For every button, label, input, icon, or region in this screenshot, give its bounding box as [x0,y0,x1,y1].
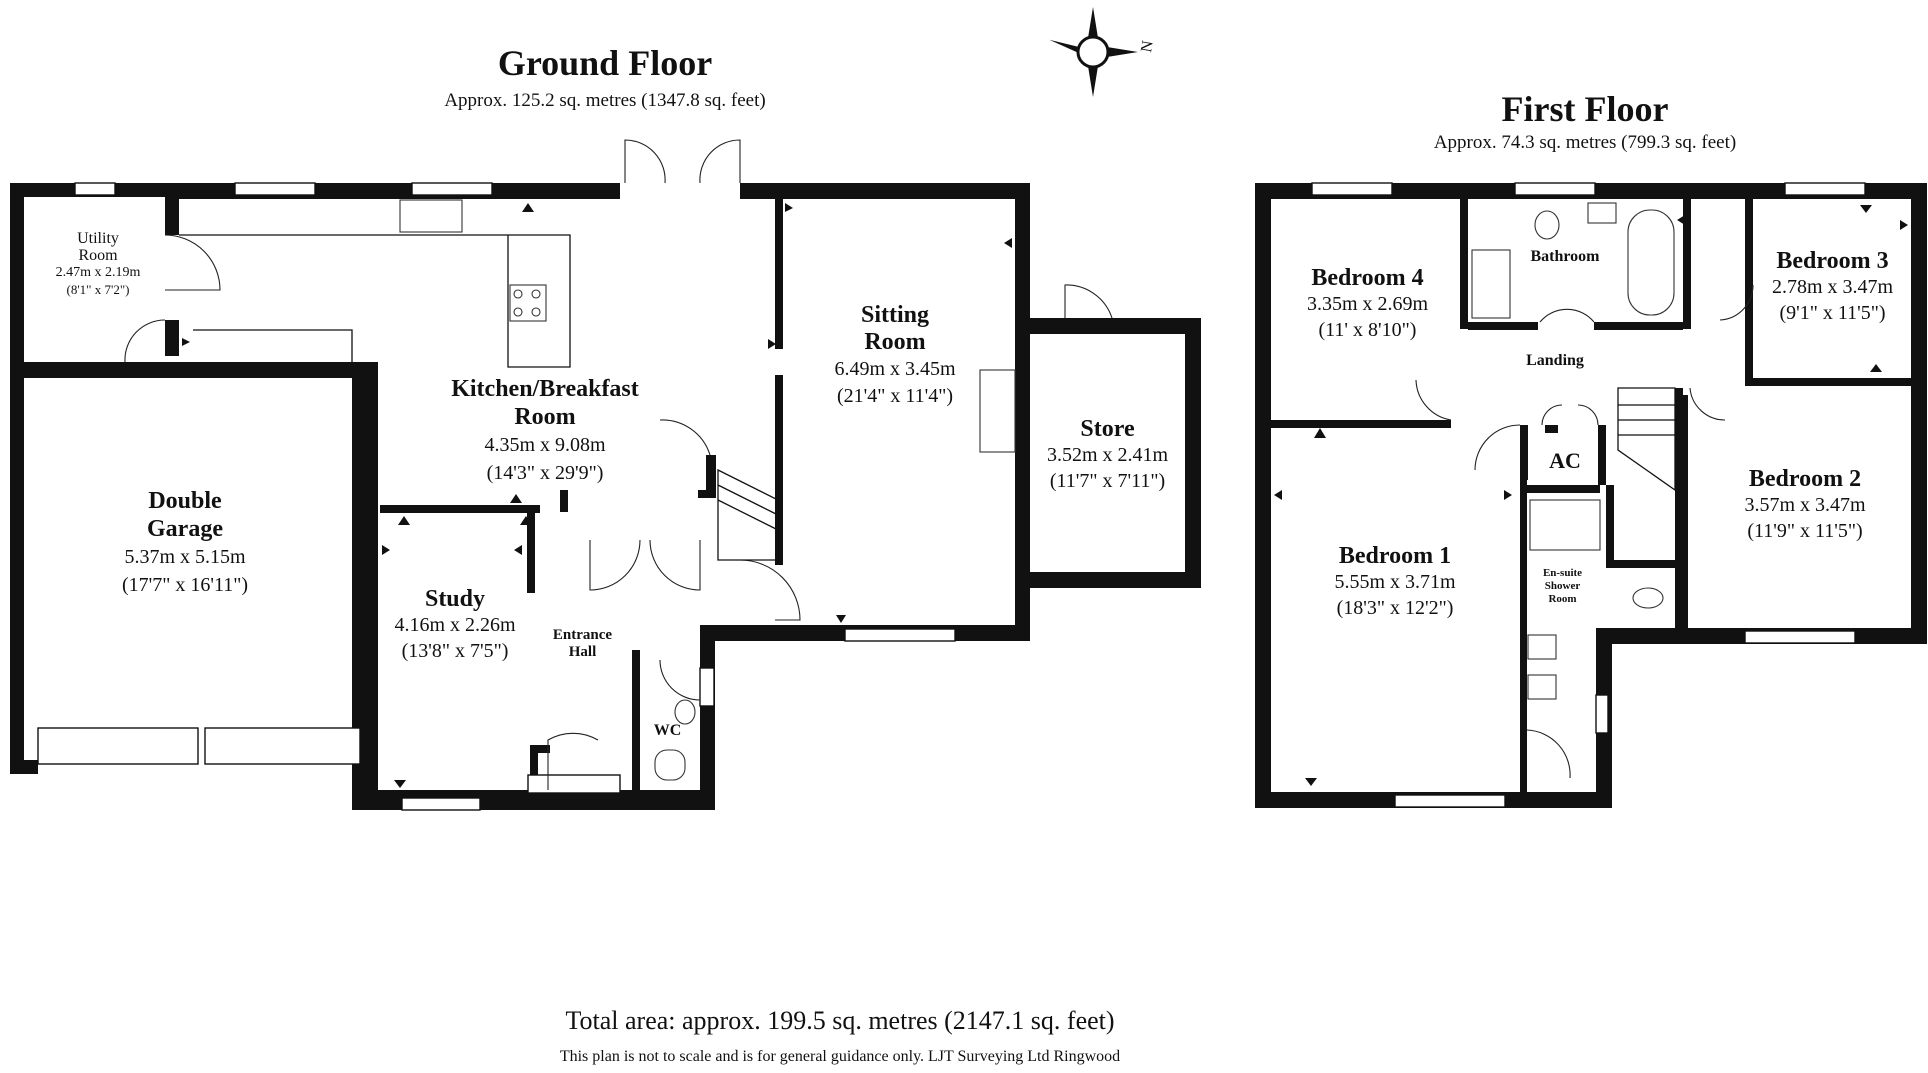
ground-floor-area: Approx. 125.2 sq. metres (1347.8 sq. fee… [444,90,766,111]
room-bed3-name: Bedroom 3 [1776,248,1889,274]
room-bed1-dim: 5.55m x 3.71m [1334,571,1456,593]
room-sitting-dim-imperial: (21'4" x 11'4") [836,385,954,407]
first-floor-title: First Floor [1501,89,1669,129]
compass-rose-icon: N [1049,7,1157,97]
room-bed4: Bedroom 4 3.35m x 2.69m (11' x 8'10") [1280,265,1455,343]
room-wc: WC [645,722,690,740]
room-bed1-name: Bedroom 1 [1338,543,1452,569]
room-wc-name: WC [653,722,682,739]
room-utility-dim: 2.47m x 2.19m [55,265,141,280]
room-sitting: Sitting Room 6.49m x 3.45m (21'4" x 11'4… [790,302,1000,410]
room-bed2-dim: 3.57m x 3.47m [1744,494,1866,516]
room-store: Store 3.52m x 2.41m (11'7" x 7'11") [1025,416,1190,494]
room-garage-name: Double [148,488,222,514]
room-landing-name: Landing [1526,352,1584,369]
room-ensuite-name: En-suite [1542,567,1583,579]
room-bed2-dim-imperial: (11'9" x 11'5") [1747,520,1863,542]
room-kitchen-name-2: Room [514,404,576,430]
room-store-name: Store [1080,416,1135,442]
disclaimer: This plan is not to scale and is for gen… [559,1048,1121,1065]
room-garage-dim-imperial: (17'7" x 16'11") [121,574,249,596]
room-bed4-dim-imperial: (11' x 8'10") [1318,319,1417,341]
room-study-dim: 4.16m x 2.26m [394,614,516,636]
room-bed4-name: Bedroom 4 [1311,265,1424,291]
room-kitchen: Kitchen/Breakfast Room 4.35m x 9.08m (14… [400,375,690,487]
staircase-ground [717,468,779,561]
room-garage: Double Garage 5.37m x 5.15m (17'7" x 16'… [60,487,310,599]
room-bed1-dim-imperial: (18'3" x 12'2") [1336,597,1454,619]
room-ac: AC [1535,448,1595,474]
room-study-name: Study [424,586,486,612]
first-floor-area: Approx. 74.3 sq. metres (799.3 sq. feet) [1433,132,1737,153]
room-ac-name: AC [1549,448,1581,473]
room-sitting-name-2: Room [864,329,926,355]
compass-north-label: N [1138,39,1157,54]
room-hall-name-2: Hall [568,644,597,660]
room-study: Study 4.16m x 2.26m (13'8" x 7'5") [370,586,540,664]
room-bed1: Bedroom 1 5.55m x 3.71m (18'3" x 12'2") [1285,543,1505,621]
room-bed2: Bedroom 2 3.57m x 3.47m (11'9" x 11'5") [1700,466,1910,544]
room-bed3: Bedroom 3 2.78m x 3.47m (9'1" x 11'5") [1755,248,1910,326]
room-study-dim-imperial: (13'8" x 7'5") [401,640,509,662]
room-bed3-dim: 2.78m x 3.47m [1771,276,1894,298]
first-floor-plan [1255,182,1927,808]
staircase-first [1617,387,1676,492]
room-kitchen-dim: 4.35m x 9.08m [484,434,606,456]
room-utility-name: Utility [77,230,119,247]
room-utility: Utility Room 2.47m x 2.19m (8'1" x 7'2") [28,230,168,298]
room-bed3-dim-imperial: (9'1" x 11'5") [1779,302,1886,324]
room-store-dim: 3.52m x 2.41m [1046,444,1169,466]
ground-floor-title: Ground Floor [497,43,713,83]
room-garage-name-2: Garage [147,516,223,542]
room-bed4-dim: 3.35m x 2.69m [1306,293,1429,315]
ground-floor-plan [10,139,1201,811]
room-kitchen-name: Kitchen/Breakfast [451,376,639,402]
room-sitting-dim: 6.49m x 3.45m [834,358,956,380]
room-sitting-name: Sitting [860,302,929,328]
room-utility-dim-imperial: (8'1" x 7'2") [66,282,130,297]
room-landing: Landing [1505,352,1605,370]
room-bathroom-name: Bathroom [1530,248,1600,265]
room-ensuite: En-suite Shower Room [1530,567,1595,606]
room-ensuite-name-2: Shower [1544,580,1581,592]
room-hall: Entrance Hall [535,627,630,661]
room-hall-name: Entrance [552,627,613,643]
room-garage-dim: 5.37m x 5.15m [124,546,246,568]
room-store-dim-imperial: (11'7" x 7'11") [1049,470,1166,492]
room-bed2-name: Bedroom 2 [1748,466,1862,492]
total-area: Total area: approx. 199.5 sq. metres (21… [565,1006,1115,1035]
room-kitchen-dim-imperial: (14'3" x 29'9") [486,462,604,484]
room-utility-name-2: Room [78,247,118,264]
room-ensuite-name-3: Room [1548,593,1577,605]
room-bathroom: Bathroom [1515,248,1615,266]
